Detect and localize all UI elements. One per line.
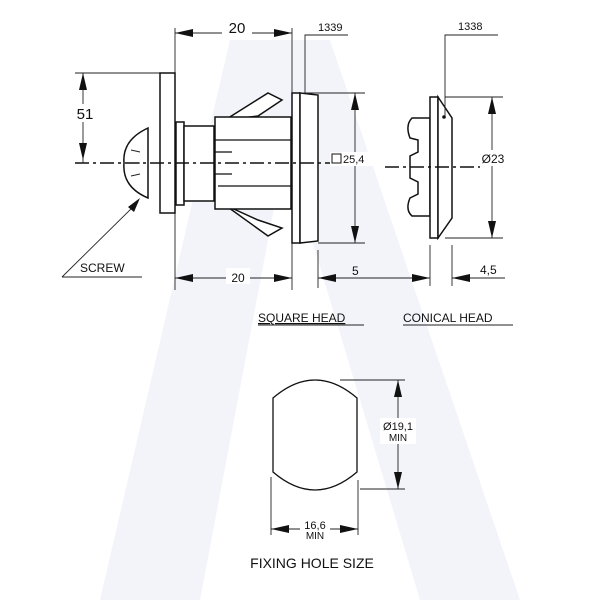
- dim-conical-thickness: 4,5: [388, 245, 505, 286]
- screw-callout: SCREW: [61, 198, 142, 278]
- conical-head: 1338: [385, 21, 498, 241]
- screw-label: SCREW: [80, 261, 125, 275]
- hole-diameter-label: Ø19,1: [383, 421, 413, 433]
- hole-width-label: 16,6: [304, 520, 325, 532]
- dim-23-label: Ø23: [482, 152, 505, 166]
- fixing-hole: Ø19,1 MIN 16,6 MIN FIXING HOLE SIZE: [250, 379, 416, 571]
- fixing-hole-title: FIXING HOLE SIZE: [250, 555, 374, 571]
- dim-4-5-label: 4,5: [480, 263, 497, 277]
- dim-square-label: 25,4: [343, 154, 364, 166]
- part-1339-label: 1339: [318, 22, 342, 34]
- dim-bottom-length: 20: [175, 268, 292, 285]
- dim-conical-diameter: Ø23: [445, 96, 508, 239]
- square-head-label: SQUARE HEAD: [258, 311, 346, 325]
- conical-head-label: CONICAL HEAD: [403, 311, 493, 325]
- part-1338-label: 1338: [458, 21, 482, 33]
- dim-square: 25,4: [300, 92, 380, 244]
- dim-5-label: 5: [352, 264, 359, 278]
- dim-height-label: 51: [77, 106, 94, 123]
- dim-bottom-label: 20: [231, 271, 245, 285]
- hole-diameter-min: MIN: [389, 433, 407, 444]
- dim-top-label: 20: [229, 20, 246, 37]
- hole-width-min: MIN: [306, 531, 324, 542]
- dim-height: 51: [72, 72, 160, 163]
